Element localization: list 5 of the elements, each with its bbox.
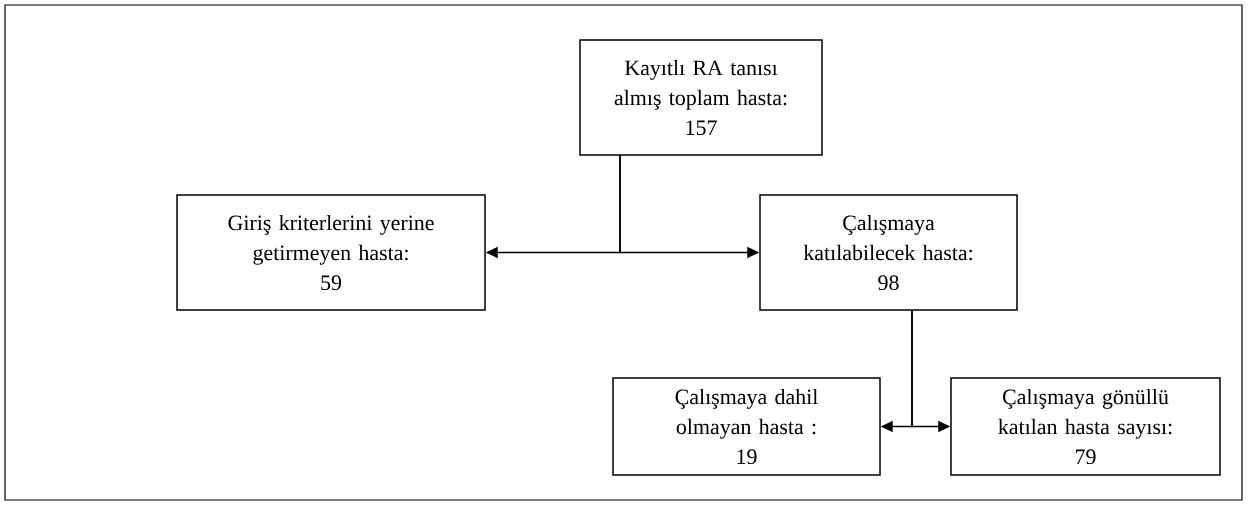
process-box: Giriş kriterlerini yerine getirmeyen hasta: 59: [176, 194, 486, 311]
process-box: Çalışmaya katılabilecek hasta: 98: [759, 194, 1018, 311]
process-box: Çalışmaya dahil olmayan hasta : 19: [612, 377, 881, 476]
process-box: Çalışmaya gönüllü katılan hasta sayısı: 79: [950, 377, 1221, 476]
process-box: Kayıtlı RA tanısı almış toplam hasta: 157: [579, 39, 823, 156]
